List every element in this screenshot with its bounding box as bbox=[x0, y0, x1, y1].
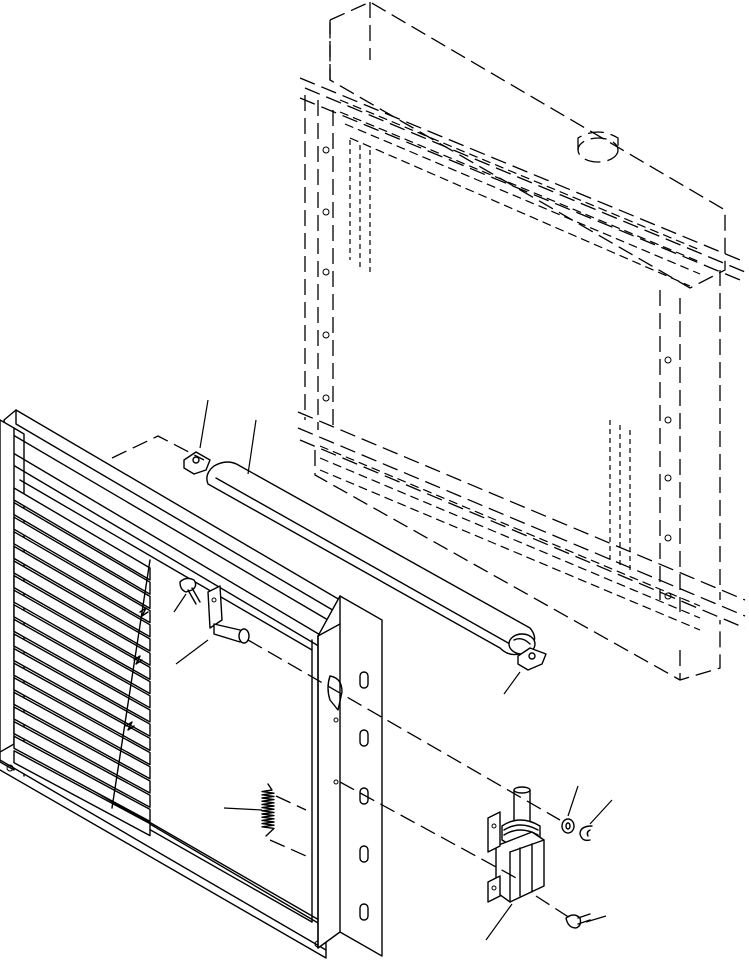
louvre-blade bbox=[13, 560, 151, 652]
louvre-blade bbox=[13, 735, 151, 823]
spring-coil bbox=[261, 783, 275, 837]
radiator-icon bbox=[297, 1, 746, 681]
washer-icon bbox=[561, 818, 575, 834]
callout-leaders bbox=[173, 399, 613, 941]
louvre-blade bbox=[13, 750, 151, 837]
leader-spring bbox=[223, 807, 263, 811]
louvre-blade bbox=[13, 545, 151, 638]
leader-solenoid bbox=[485, 903, 513, 941]
screw-lower-icon bbox=[565, 913, 591, 929]
leader-seal-strip bbox=[247, 419, 257, 475]
louvre-blade bbox=[13, 618, 151, 709]
louvre-blade bbox=[13, 677, 151, 766]
spring-icon bbox=[261, 783, 275, 837]
seal-strip-icon bbox=[206, 461, 536, 656]
louvre-blade bbox=[13, 662, 151, 752]
snap-ring-icon bbox=[579, 825, 593, 842]
louvre-blade bbox=[13, 691, 151, 780]
clip-right-icon bbox=[517, 647, 547, 671]
leader-snap-ring bbox=[589, 799, 613, 825]
louvre-blade bbox=[13, 516, 151, 610]
blade-cut-edge bbox=[111, 559, 151, 809]
louvre-blade bbox=[13, 487, 151, 581]
break-mark bbox=[125, 721, 135, 731]
bolt-upper-icon bbox=[179, 577, 201, 605]
louvre-blade bbox=[13, 647, 151, 737]
shutter-frame-icon bbox=[0, 409, 383, 959]
pivot-bracket-icon bbox=[207, 585, 250, 644]
leader-screw bbox=[585, 915, 607, 923]
louvre-blade bbox=[13, 531, 151, 624]
leader-washer bbox=[567, 785, 579, 817]
louvre-blade bbox=[13, 633, 151, 723]
louvre-blade bbox=[13, 574, 151, 666]
louvre-blade bbox=[13, 501, 151, 595]
assembly-lines bbox=[111, 435, 571, 919]
clip-left-icon bbox=[183, 451, 211, 475]
leader-clip-left bbox=[199, 399, 209, 449]
louvre-blade bbox=[13, 589, 151, 681]
louvre-blade bbox=[13, 604, 151, 695]
leader-bolt bbox=[173, 593, 187, 613]
leader-bracket bbox=[175, 639, 209, 665]
louvre-blade bbox=[13, 706, 151, 794]
louvre-blades-icon bbox=[13, 487, 151, 837]
leader-clip-right bbox=[503, 671, 521, 695]
break-mark bbox=[133, 655, 143, 665]
solenoid-icon bbox=[487, 786, 545, 903]
